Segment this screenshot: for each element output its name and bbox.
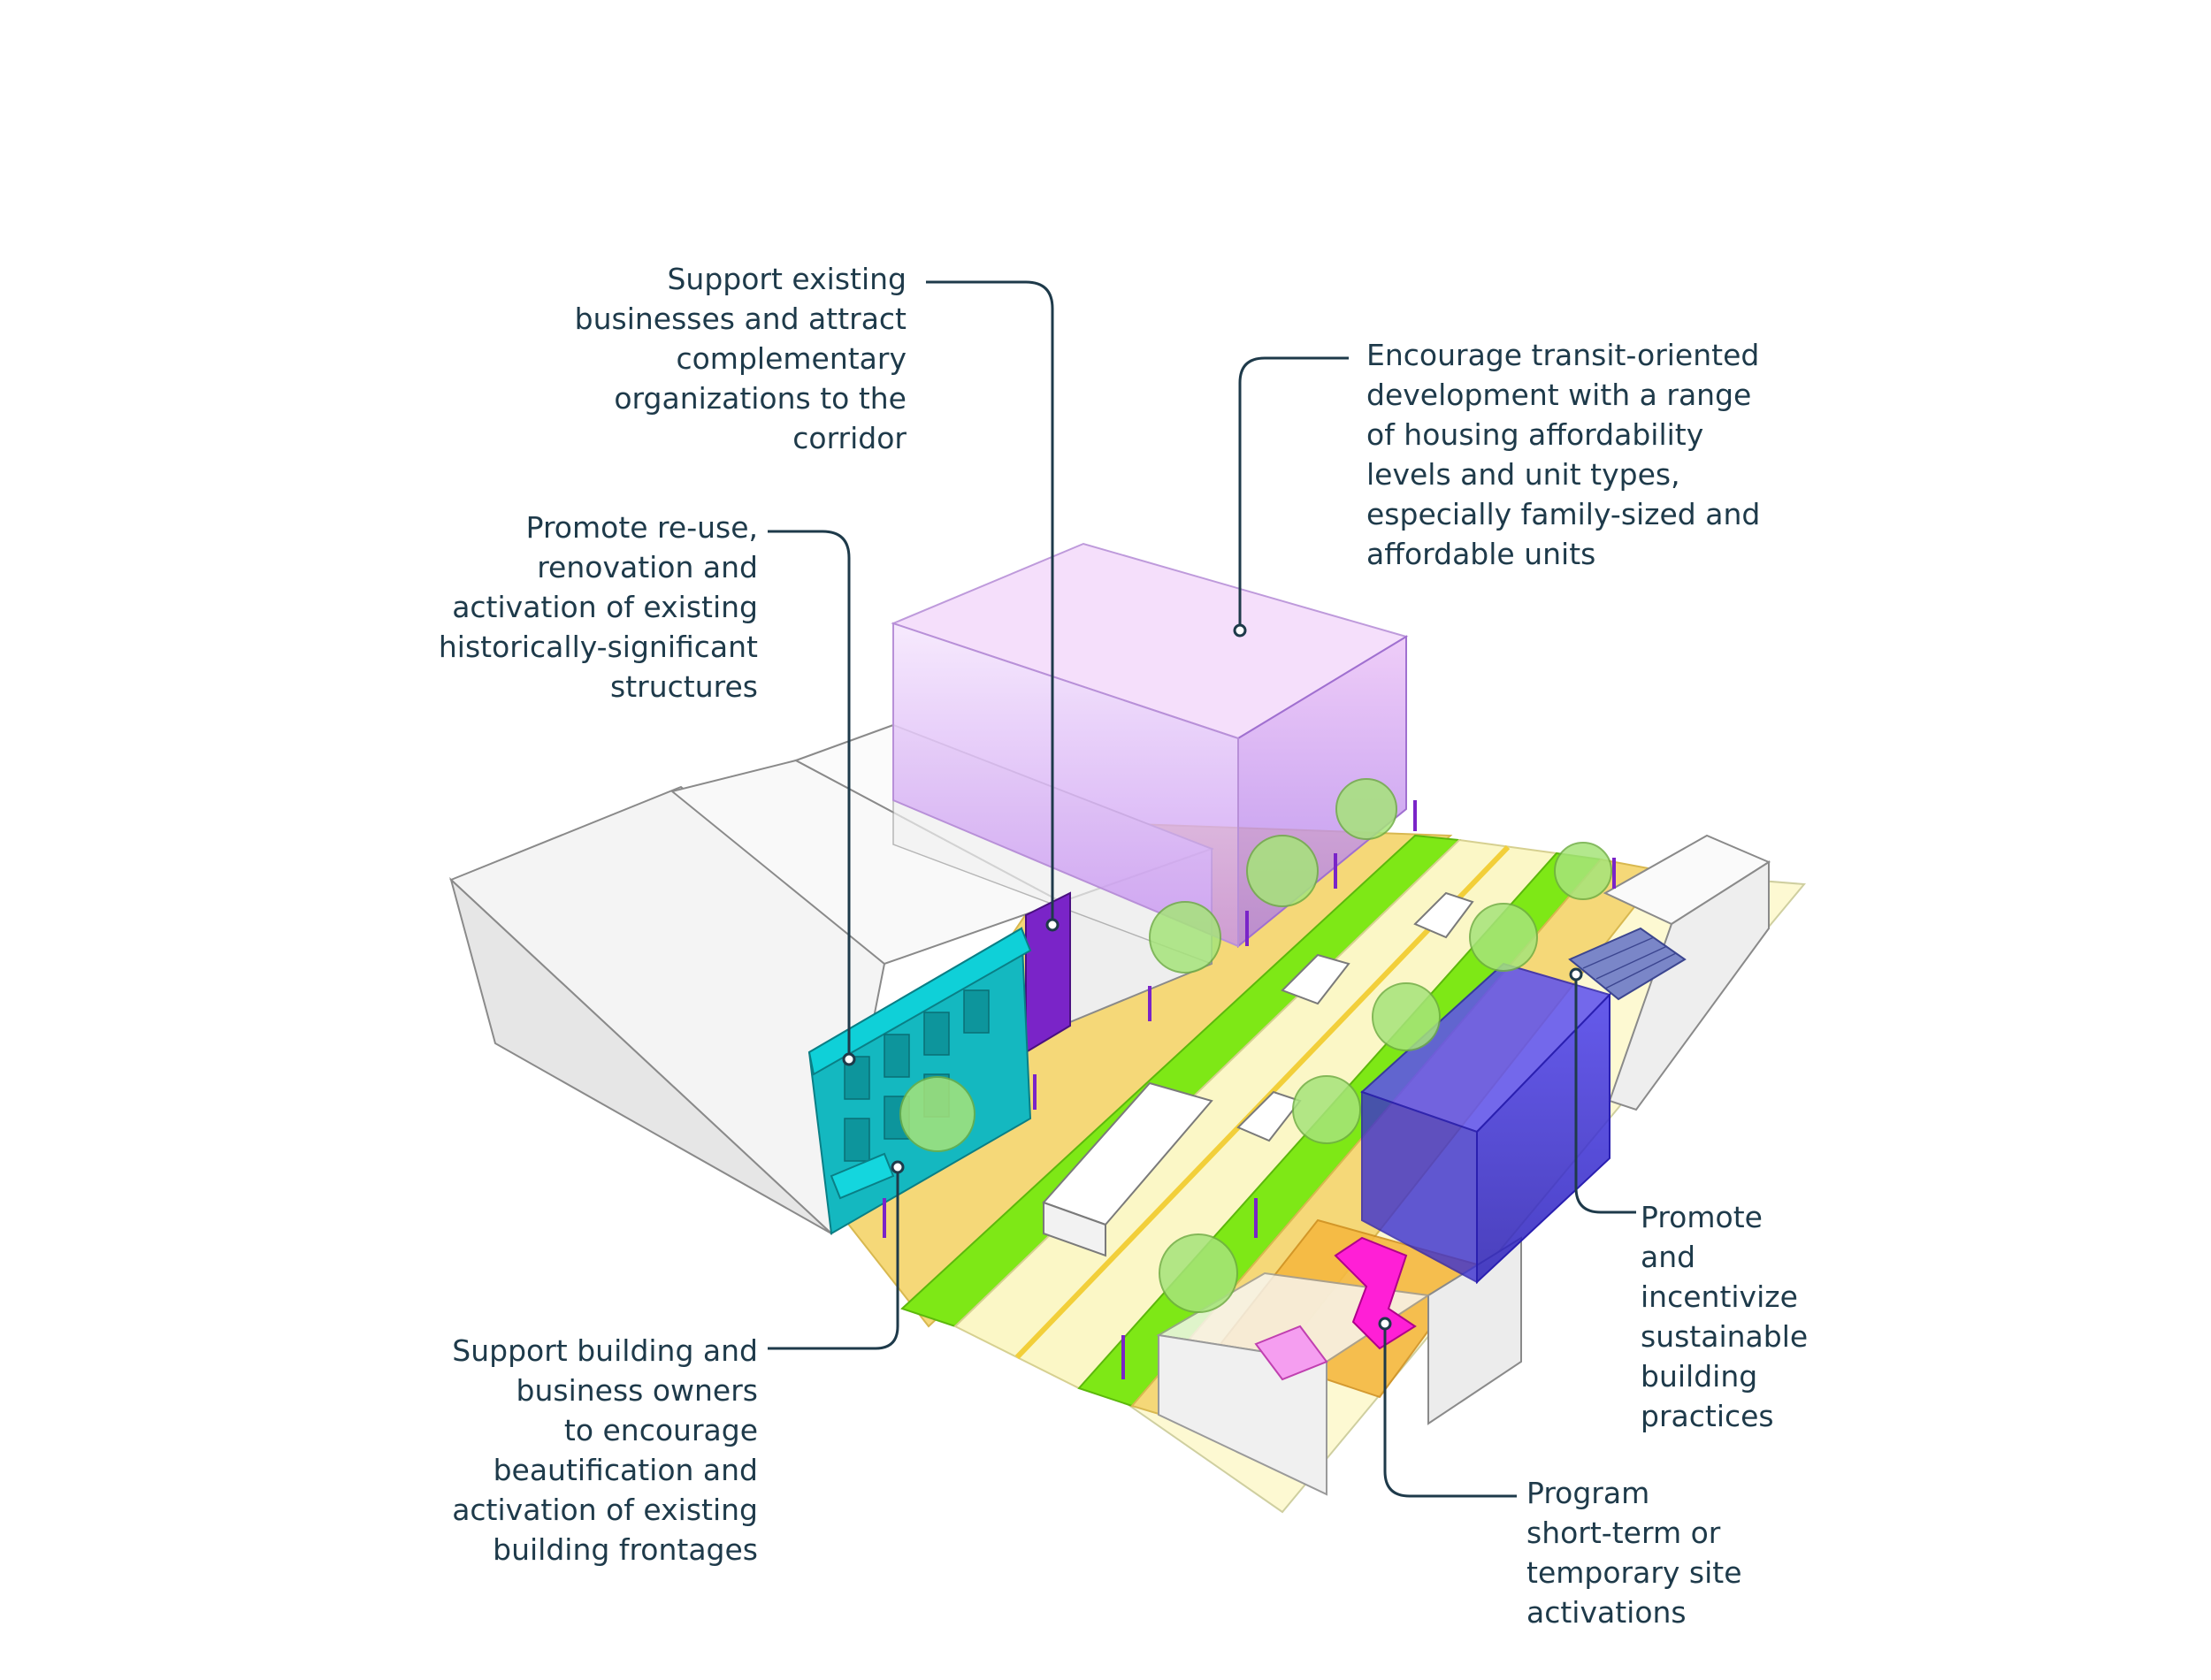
callout-promote-reuse: Promote re-use, renovation and activatio…	[438, 510, 758, 704]
callout-transit-oriented: Encourage transit-oriented development w…	[1366, 338, 1761, 571]
leader-endpoints	[842, 623, 1583, 1331]
leader-program-activations	[1383, 1326, 1517, 1498]
callout-support-owners: Support building and business owners to …	[452, 1333, 758, 1567]
bus	[1042, 1081, 1213, 1257]
transit-development-volume	[891, 542, 1409, 949]
leader-promote-reuse	[768, 530, 851, 1055]
callout-program-activations: Program short-term or temporary site act…	[1526, 1476, 1742, 1630]
leader-lines	[768, 280, 1636, 1498]
existing-buildings-right	[1156, 834, 1771, 1496]
temporary-activation-pavilion	[1254, 1236, 1417, 1381]
business-facade	[1025, 891, 1071, 1054]
callout-support-businesses: Support existing businesses and attract …	[574, 262, 907, 455]
leader-transit-oriented	[1238, 356, 1349, 630]
leader-support-businesses	[926, 280, 1054, 920]
light-poles	[883, 800, 1616, 1379]
leader-support-owners	[768, 1167, 899, 1350]
leader-sustainable	[1574, 974, 1636, 1214]
callout-sustainable: Promote and incentivize sustainable buil…	[1641, 1200, 1809, 1433]
street-trees	[899, 778, 1612, 1313]
